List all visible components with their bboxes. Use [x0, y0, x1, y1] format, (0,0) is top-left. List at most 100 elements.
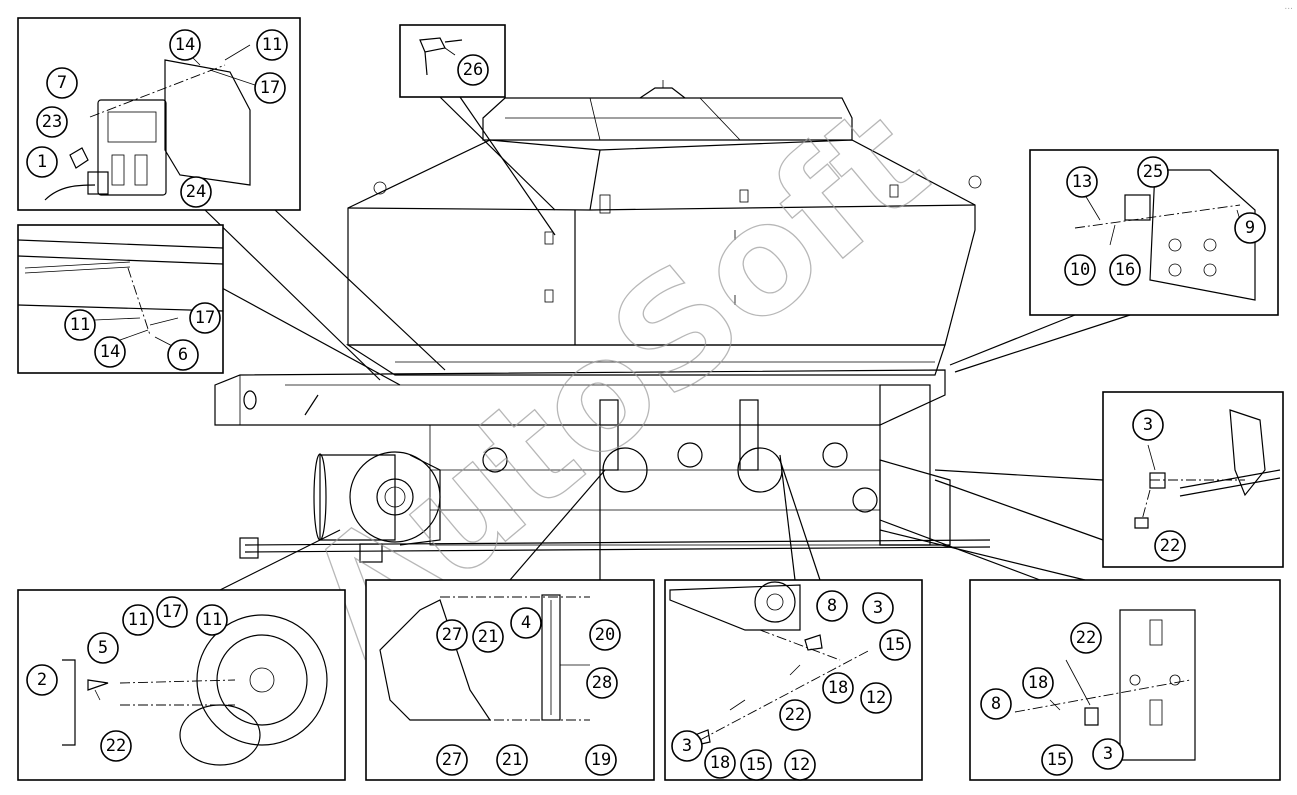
callout-22: 22: [779, 699, 811, 731]
svg-text:3: 3: [1143, 415, 1153, 435]
callout-18: 18: [1022, 667, 1054, 699]
svg-text:28: 28: [592, 673, 612, 693]
svg-text:22: 22: [1160, 536, 1180, 556]
svg-text:6: 6: [178, 345, 188, 365]
svg-text:9: 9: [1245, 218, 1255, 238]
callout-27: 27: [436, 619, 468, 651]
callout-18: 18: [704, 747, 736, 779]
callout-9: 9: [1234, 212, 1266, 244]
callout-28: 28: [586, 667, 618, 699]
panel-sensor: [399, 24, 506, 98]
panel-bracket: [969, 579, 1281, 781]
callout-2: 2: [26, 664, 58, 696]
callout-10: 10: [1064, 254, 1096, 286]
svg-text:21: 21: [478, 627, 498, 647]
panel-shaft-sensor: [1102, 391, 1284, 568]
callout-12: 12: [784, 749, 816, 781]
corner-mark: ...: [1284, 2, 1293, 12]
svg-text:8: 8: [827, 596, 837, 616]
callout-11: 11: [196, 604, 228, 636]
svg-text:24: 24: [186, 182, 206, 202]
frame-beam: [214, 369, 946, 426]
undercarriage: [239, 384, 991, 563]
svg-text:17: 17: [260, 78, 280, 98]
svg-text:22: 22: [785, 705, 805, 725]
svg-text:18: 18: [710, 753, 730, 773]
svg-text:17: 17: [195, 308, 215, 328]
callout-22: 22: [1070, 622, 1102, 654]
callout-8: 8: [980, 688, 1012, 720]
hopper: [345, 139, 982, 376]
svg-text:21: 21: [502, 750, 522, 770]
callout-7: 7: [46, 67, 78, 99]
callout-12: 12: [860, 682, 892, 714]
leader-lines: [204, 96, 1131, 591]
svg-text:19: 19: [591, 750, 611, 770]
callout-23: 23: [36, 106, 68, 138]
callout-4: 4: [510, 607, 542, 639]
callout-19: 19: [585, 744, 617, 776]
callout-15: 15: [1041, 744, 1073, 776]
svg-text:23: 23: [42, 112, 62, 132]
svg-text:12: 12: [790, 755, 810, 775]
callout-14: 14: [94, 336, 126, 368]
callout-21: 21: [496, 744, 528, 776]
svg-text:5: 5: [98, 638, 108, 658]
svg-text:7: 7: [57, 73, 67, 93]
svg-text:11: 11: [128, 610, 148, 630]
callout-13: 13: [1066, 166, 1098, 198]
callout-3: 3: [1092, 738, 1124, 770]
svg-text:15: 15: [885, 635, 905, 655]
svg-text:11: 11: [70, 315, 90, 335]
callout-14: 14: [169, 29, 201, 61]
fan-motor: [313, 451, 441, 546]
svg-text:3: 3: [873, 598, 883, 618]
callout-17: 17: [254, 72, 286, 104]
svg-text:25: 25: [1143, 162, 1163, 182]
svg-text:14: 14: [175, 35, 195, 55]
svg-text:4: 4: [521, 613, 531, 633]
svg-text:17: 17: [162, 602, 182, 622]
callout-8: 8: [816, 590, 848, 622]
callout-11: 11: [64, 309, 96, 341]
callout-6: 6: [167, 339, 199, 371]
svg-text:16: 16: [1115, 260, 1135, 280]
svg-text:22: 22: [106, 736, 126, 756]
svg-text:8: 8: [991, 694, 1001, 714]
callout-3: 3: [671, 730, 703, 762]
svg-text:14: 14: [100, 342, 120, 362]
callout-22: 22: [1154, 530, 1186, 562]
svg-text:15: 15: [1047, 750, 1067, 770]
callout-17: 17: [189, 302, 221, 334]
callout-20: 20: [589, 619, 621, 651]
svg-text:12: 12: [866, 688, 886, 708]
callout-17: 17: [156, 596, 188, 628]
callout-15: 15: [740, 749, 772, 781]
callout-3: 3: [862, 592, 894, 624]
svg-text:11: 11: [262, 35, 282, 55]
callout-21: 21: [472, 621, 504, 653]
svg-text:3: 3: [682, 736, 692, 756]
main-machine: [214, 80, 991, 563]
callout-16: 16: [1109, 254, 1141, 286]
callout-5: 5: [87, 632, 119, 664]
callout-26: 26: [457, 54, 489, 86]
svg-text:27: 27: [442, 750, 462, 770]
callout-18: 18: [822, 672, 854, 704]
svg-text:26: 26: [463, 60, 483, 80]
svg-text:1: 1: [37, 152, 47, 172]
svg-text:10: 10: [1070, 260, 1090, 280]
svg-text:27: 27: [442, 625, 462, 645]
svg-text:18: 18: [828, 678, 848, 698]
svg-text:3: 3: [1103, 744, 1113, 764]
callout-1: 1: [26, 146, 58, 178]
callout-11: 11: [122, 604, 154, 636]
callout-25: 25: [1137, 156, 1169, 188]
callout-22: 22: [100, 730, 132, 762]
callout-11: 11: [256, 29, 288, 61]
svg-text:2: 2: [37, 670, 47, 690]
svg-text:15: 15: [746, 755, 766, 775]
svg-text:22: 22: [1076, 628, 1096, 648]
svg-text:18: 18: [1028, 673, 1048, 693]
